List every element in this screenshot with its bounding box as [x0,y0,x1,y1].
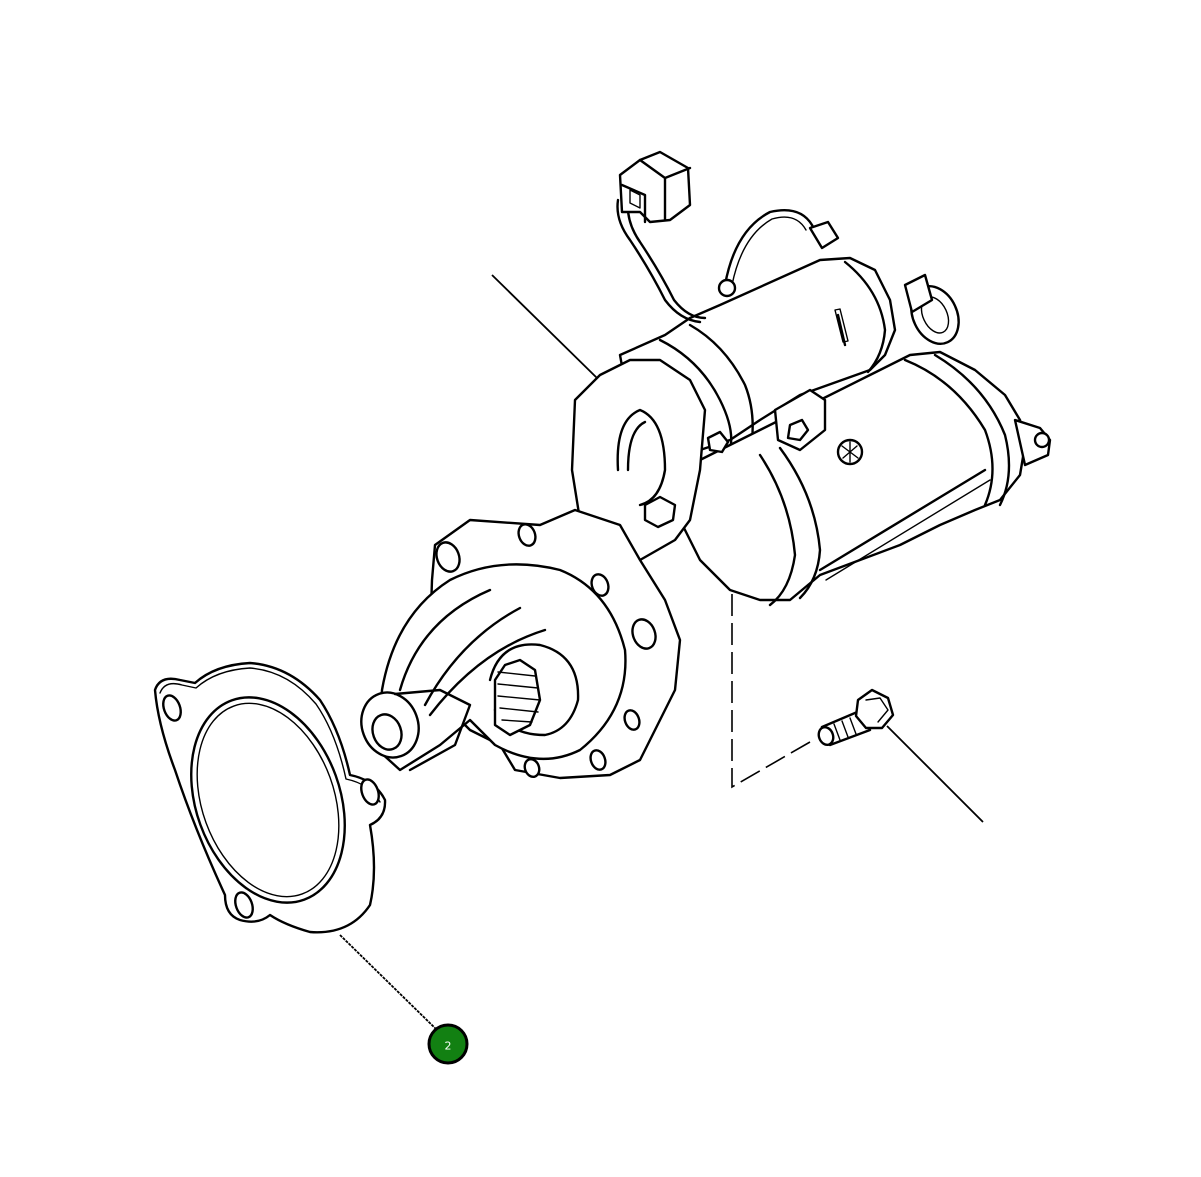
bolt-alignment-dashed-line [731,590,811,789]
callout-circle[interactable] [427,1023,469,1065]
motor-body [678,350,1052,607]
callout-number: 2 [445,1040,452,1053]
clamp [706,388,827,454]
wiring-connector [616,150,960,345]
gasket [153,661,387,934]
gasket-leader-line [339,934,438,1031]
bolt-leader-line [886,725,984,823]
callout-2[interactable]: 2 [427,1023,469,1065]
pinion-gear [493,658,542,737]
mounting-bolt [817,688,895,747]
drive-end-housing [360,358,707,780]
starter-leader-line [491,274,598,379]
